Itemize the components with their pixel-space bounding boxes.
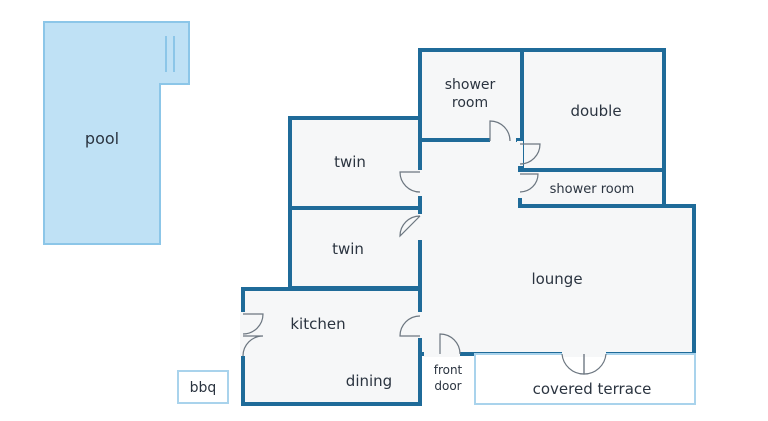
door-swing xyxy=(489,120,511,142)
shower-room-top-label: room xyxy=(452,95,488,111)
door-swing xyxy=(583,353,607,375)
door-swing xyxy=(399,215,421,238)
pool-label: pool xyxy=(85,129,119,148)
kitchen-dining xyxy=(241,287,422,406)
front-door-label: front xyxy=(434,363,463,377)
covered-terrace xyxy=(474,353,696,405)
door-swing xyxy=(519,173,539,193)
covered-terrace-label: covered terrace xyxy=(533,380,652,398)
bbq xyxy=(177,370,229,404)
door-swing xyxy=(519,143,541,165)
dining-label: dining xyxy=(346,372,392,390)
door-swing xyxy=(399,315,421,337)
shower-room-top-label: shower xyxy=(445,77,496,93)
door-swing xyxy=(242,335,264,357)
shower-room-top xyxy=(418,48,524,142)
kitchen-label: kitchen xyxy=(290,315,345,333)
double-label: double xyxy=(570,102,621,120)
front-door-label: door xyxy=(434,379,461,393)
bbq-label: bbq xyxy=(190,380,217,396)
double-bedroom xyxy=(520,48,666,172)
door-swing xyxy=(399,171,421,193)
door-swing xyxy=(439,333,461,355)
shower-room-small-label: shower room xyxy=(550,182,635,197)
door-swing xyxy=(242,313,264,335)
twin-top-label: twin xyxy=(334,153,366,171)
twin-bottom-label: twin xyxy=(332,240,364,258)
pool xyxy=(43,21,190,245)
lounge-label: lounge xyxy=(531,270,582,288)
